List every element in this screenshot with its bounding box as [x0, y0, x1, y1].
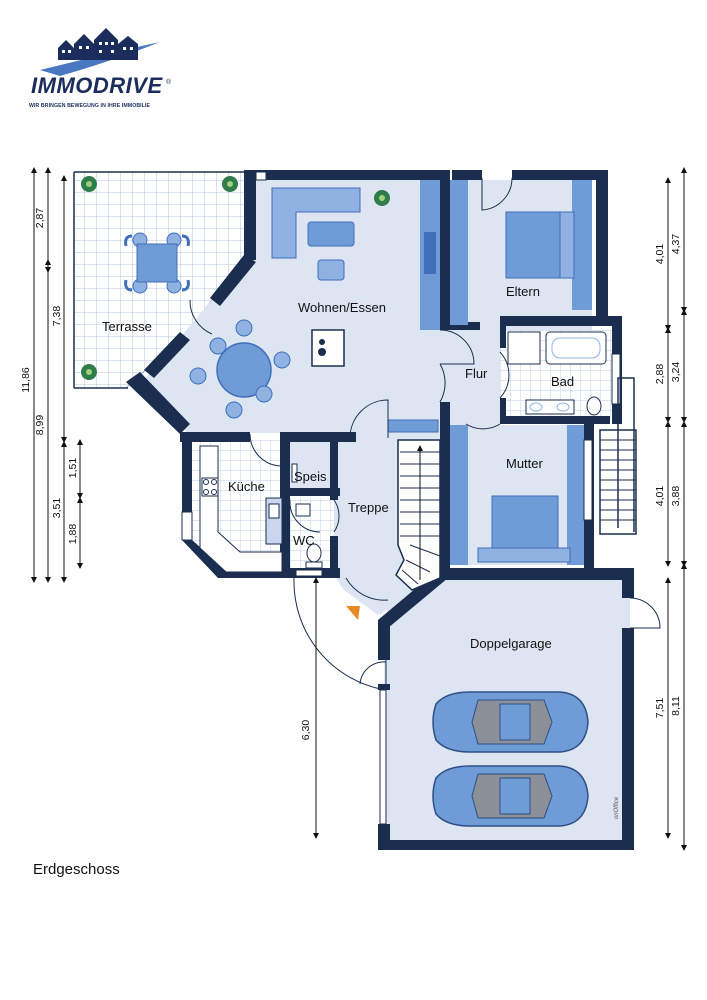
dimension-label: 1,88: [67, 523, 79, 545]
entrance-marker: [346, 606, 360, 620]
dimension-label: 1,51: [67, 457, 79, 479]
dimension-label: 3,88: [670, 485, 682, 507]
interior-stairs: [387, 419, 441, 591]
bed-eltern: [505, 211, 575, 279]
dimension-label: 2,87: [34, 207, 46, 229]
doors: [189, 177, 661, 691]
car-top: [432, 691, 589, 753]
bed-mutter: [477, 495, 571, 563]
dimension-label: 3,51: [51, 497, 63, 519]
logo-wordmark: IMMODRIVE: [31, 73, 163, 98]
kitchen-fixtures: [199, 445, 298, 573]
dimension-label: 3,24: [670, 361, 682, 383]
terrace-table: [124, 232, 190, 294]
plant-icon: [222, 176, 238, 192]
bath-fixtures: [507, 331, 607, 416]
floor-caption: Erdgeschoss: [33, 861, 120, 878]
car-bottom: [432, 765, 589, 827]
windows: [181, 171, 621, 825]
room-label-eltern: Eltern: [506, 284, 540, 299]
plant-icon: [374, 190, 390, 206]
room-label-speis: Speis: [294, 469, 327, 484]
dimension-label: 2,88: [654, 363, 666, 385]
logo-tagline: WIR BRINGEN BEWEGUNG IN IHRE IMMOBILIE: [29, 103, 151, 109]
dimension-label: 6,30: [300, 719, 312, 741]
wc-fixtures: [295, 503, 323, 569]
room-label-flur: Flur: [465, 366, 488, 381]
plant-icon: [81, 364, 97, 380]
room-label-terrasse: Terrasse: [102, 319, 152, 334]
logo-registered-mark: ®: [166, 79, 172, 86]
logo: [40, 28, 160, 76]
terrace-area: [73, 171, 253, 389]
dimension-label: 4,01: [654, 243, 666, 265]
dimension-label: 8,99: [34, 414, 46, 436]
dimension-label: 4,37: [670, 233, 682, 255]
room-label-kueche: Küche: [228, 479, 265, 494]
brand-stamp: onOffice: [614, 796, 620, 820]
room-label-wohnen: Wohnen/Essen: [298, 300, 386, 315]
room-label-bad: Bad: [551, 374, 575, 389]
dimension-label: 7,51: [654, 697, 666, 719]
dimension-label: 4,01: [654, 485, 666, 507]
room-label-garage: Doppelgarage: [470, 636, 552, 651]
dimension-label: 11,86: [20, 367, 32, 393]
room-label-treppe: Treppe: [348, 500, 389, 515]
plant-icon: [81, 176, 97, 192]
room-label-mutter: Mutter: [506, 456, 543, 471]
living-furniture: [189, 187, 436, 419]
room-label-wc: WC: [293, 533, 315, 548]
dimension-label: 8,11: [670, 696, 682, 716]
dimension-label: 7,38: [51, 305, 63, 327]
dimension-lines: [31, 167, 687, 851]
outdoor-stairs: [599, 377, 637, 535]
logo-houses: [58, 28, 138, 60]
